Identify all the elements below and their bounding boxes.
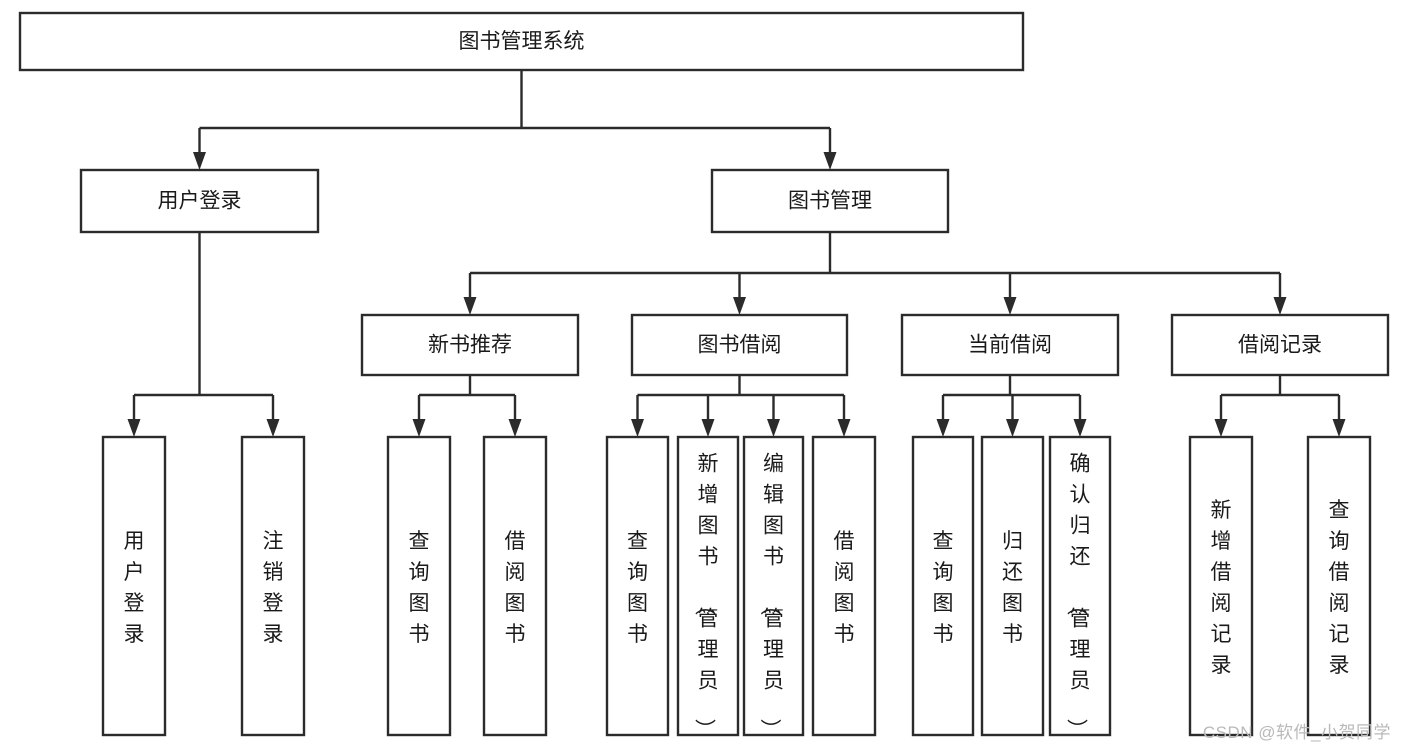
node-box[interactable] [1170,313,1390,377]
node-box[interactable] [900,313,1120,377]
watermark-text: CSDN @软件_小贺同学 [1202,723,1391,742]
node-leaf-query-book-3[interactable]: 查询图书 [911,435,975,737]
node-borrow-record[interactable]: 借阅记录 [1170,313,1390,377]
node-label: 借阅记录 [1238,334,1322,357]
node-label: 新书推荐 [428,334,512,357]
node-label: 图书管理系统 [459,30,585,53]
node-leaf-logout[interactable]: 注销登录 [240,435,306,737]
node-label: 用户登录 [158,190,242,213]
node-book-borrow[interactable]: 图书借阅 [630,313,849,377]
node-label: 当前借阅 [968,334,1052,357]
node-box[interactable] [630,313,849,377]
node-box[interactable] [980,435,1045,737]
node-box[interactable] [79,168,320,234]
node-label: 编辑图书（管理员） [758,453,784,740]
node-label: 图书借阅 [698,334,782,357]
node-box[interactable] [911,435,975,737]
node-box[interactable] [710,168,950,234]
node-leaf-query-book-1[interactable]: 查询图书 [386,435,452,737]
node-leaf-query-book-2[interactable]: 查询图书 [605,435,670,737]
node-label: 借阅图书 [834,530,855,646]
node-root[interactable]: 图书管理系统 [18,11,1025,72]
node-box[interactable] [101,435,167,737]
node-label: 查询图书 [627,530,648,646]
node-label: 新增借阅记录 [1211,499,1232,677]
node-box[interactable] [240,435,306,737]
node-leaf-confirm-return[interactable]: 确认归还（管理员） [1048,435,1112,740]
node-box[interactable] [605,435,670,737]
node-box[interactable] [742,435,805,737]
node-leaf-user-login[interactable]: 用户登录 [101,435,167,737]
node-book-manage[interactable]: 图书管理 [710,168,950,234]
node-leaf-borrow-book-1[interactable]: 借阅图书 [482,435,548,737]
node-label: 归还图书 [1002,530,1023,646]
node-leaf-query-record[interactable]: 查询借阅记录 [1306,435,1372,737]
node-label: 确认归还（管理员） [1065,453,1091,740]
node-box[interactable] [360,313,580,377]
node-box[interactable] [1048,435,1112,737]
node-box[interactable] [1306,435,1372,737]
node-new-book-recommend[interactable]: 新书推荐 [360,313,580,377]
node-leaf-edit-book[interactable]: 编辑图书（管理员） [742,435,805,740]
node-box[interactable] [386,435,452,737]
node-box[interactable] [676,435,740,737]
connector-lines [127,70,1346,437]
node-label: 借阅图书 [505,530,526,646]
node-label: 注销登录 [263,530,284,646]
node-leaf-borrow-book-2[interactable]: 借阅图书 [811,435,877,737]
node-label: 查询图书 [933,530,954,646]
node-box[interactable] [18,11,1025,72]
node-leaf-add-record[interactable]: 新增借阅记录 [1188,435,1254,737]
node-label: 用户登录 [124,530,145,646]
node-label: 图书管理 [788,190,872,213]
node-boxes: 图书管理系统用户登录图书管理新书推荐图书借阅当前借阅借阅记录用户登录注销登录查询… [18,11,1390,740]
node-label: 查询图书 [409,530,430,646]
node-box[interactable] [1188,435,1254,737]
node-box[interactable] [811,435,877,737]
node-leaf-add-book[interactable]: 新增图书（管理员） [676,435,740,740]
node-label: 新增图书（管理员） [693,453,719,740]
node-box[interactable] [482,435,548,737]
node-label: 查询借阅记录 [1329,499,1350,677]
node-user-login[interactable]: 用户登录 [79,168,320,234]
node-leaf-return-book[interactable]: 归还图书 [980,435,1045,737]
node-current-borrow[interactable]: 当前借阅 [900,313,1120,377]
